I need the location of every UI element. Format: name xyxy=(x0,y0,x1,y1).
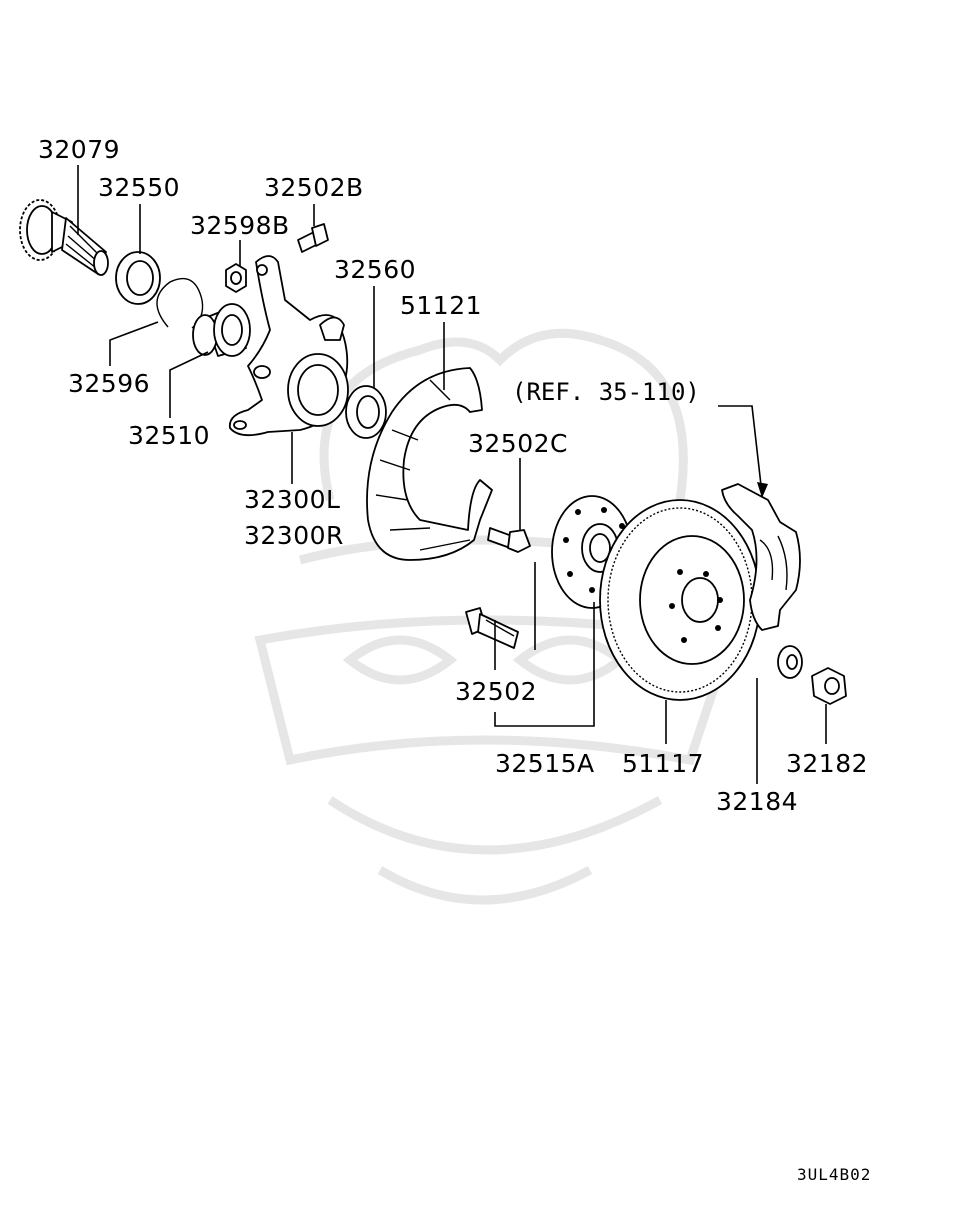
label-32550[interactable]: 32550 xyxy=(98,173,180,202)
label-32596[interactable]: 32596 xyxy=(68,369,150,398)
label-32515A[interactable]: 32515A xyxy=(495,749,595,778)
label-32502B[interactable]: 32502B xyxy=(264,173,364,202)
label-32300L[interactable]: 32300L xyxy=(244,485,340,514)
knuckle-bolt-part[interactable] xyxy=(297,223,329,253)
label-51121[interactable]: 51121 xyxy=(400,291,482,320)
drive-shaft-part[interactable] xyxy=(19,199,109,276)
ref-note: (REF. 35-110) xyxy=(512,378,700,406)
dust-seal-part[interactable] xyxy=(115,251,161,305)
washer-part[interactable] xyxy=(777,645,803,679)
label-51117[interactable]: 51117 xyxy=(622,749,704,778)
label-32502[interactable]: 32502 xyxy=(455,677,537,706)
label-32510[interactable]: 32510 xyxy=(128,421,210,450)
knuckle-nut-part[interactable] xyxy=(225,263,247,293)
label-32184[interactable]: 32184 xyxy=(716,787,798,816)
steering-knuckle-part[interactable] xyxy=(228,255,349,437)
label-32502C[interactable]: 32502C xyxy=(468,429,568,458)
label-32300R[interactable]: 32300R xyxy=(244,521,344,550)
lock-nut-part[interactable] xyxy=(811,667,847,705)
oil-seal-part[interactable] xyxy=(345,385,387,439)
label-32598B[interactable]: 32598B xyxy=(190,211,290,240)
leader-lines xyxy=(77,165,827,784)
brake-disc-part[interactable] xyxy=(599,499,761,701)
part-labels: 32079 32550 32502B 32598B 32560 51121 32… xyxy=(38,135,868,816)
label-32182[interactable]: 32182 xyxy=(786,749,868,778)
hub-bolt-long-part[interactable] xyxy=(465,607,519,649)
dust-cover-part[interactable] xyxy=(366,367,493,561)
brake-caliper-reference[interactable] xyxy=(721,483,801,631)
wheel-bearing-part[interactable] xyxy=(192,303,251,357)
diagram-reference-code: 3UL4B02 xyxy=(797,1165,871,1184)
label-32079[interactable]: 32079 xyxy=(38,135,120,164)
watermark-emblem xyxy=(254,328,736,905)
label-32560[interactable]: 32560 xyxy=(334,255,416,284)
hub-bolt-short-part[interactable] xyxy=(487,527,531,553)
